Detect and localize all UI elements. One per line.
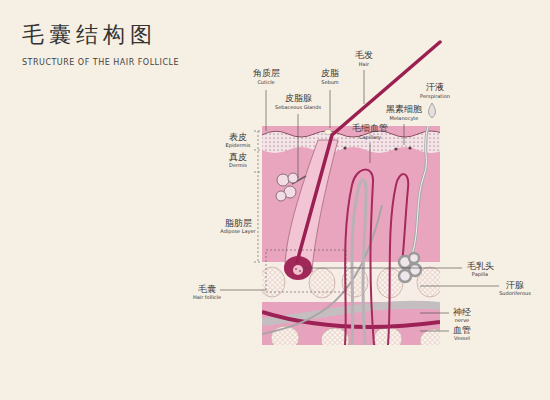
- bracket-tick: [254, 131, 262, 132]
- melanocytes: [343, 146, 411, 150]
- part-label-en: Capillary: [359, 135, 381, 141]
- leader-line: [330, 90, 331, 128]
- melanocyte: [394, 147, 397, 150]
- sweat-coil: [399, 270, 411, 282]
- capillary-red: [345, 170, 374, 345]
- sebaceous-gland: [276, 173, 306, 201]
- leader-lines: [220, 70, 499, 331]
- part-label: 毛发: [355, 50, 373, 60]
- leader-line: [420, 313, 449, 314]
- follicle-frame: [266, 250, 346, 292]
- bracket-tick: [254, 262, 262, 263]
- part-label: 皮脂: [321, 68, 339, 78]
- part-label-en: nerve: [455, 318, 469, 324]
- melanocyte: [343, 146, 346, 149]
- melanocyte: [408, 146, 411, 149]
- part-label-en: Vessel: [454, 336, 470, 342]
- part-label-en: Epidermis: [226, 143, 251, 149]
- leader-line: [266, 90, 267, 131]
- part-label: 毛细血管: [352, 123, 388, 133]
- fat-cell: [420, 329, 440, 345]
- part-label-en: Sudoriferous: [499, 291, 531, 297]
- sebaceous-lobe: [288, 173, 298, 183]
- part-label: 皮脂腺: [285, 93, 312, 103]
- part-label: 表皮: [229, 132, 247, 142]
- epidermis: [262, 131, 440, 153]
- sweat-duct-core: [412, 126, 428, 255]
- part-label: 毛乳头: [467, 261, 494, 271]
- part-label: 神经: [453, 307, 471, 317]
- perspiration-drop: [429, 103, 436, 118]
- part-label-en: Perspiration: [420, 94, 450, 100]
- title: 毛囊结构图: [22, 22, 157, 47]
- bracket-tick: [254, 172, 262, 173]
- leader-line: [220, 290, 266, 291]
- subtitle: STRUCTURE OF THE HAIR FOLLICLE: [22, 58, 179, 67]
- sweat-duct: [412, 126, 428, 255]
- sebaceous-lobe: [277, 174, 289, 186]
- papilla: [293, 265, 303, 275]
- part-label-en: Melanocyte: [390, 116, 419, 122]
- hair-shaft: [297, 42, 440, 262]
- papilla-dot: [299, 270, 301, 272]
- capillary-grey: [352, 180, 366, 345]
- bracket-line: [258, 131, 259, 262]
- leader-line: [304, 268, 462, 269]
- part-label: 汗腺: [506, 280, 524, 290]
- sebaceous-lobe: [276, 191, 286, 201]
- leader-line: [364, 70, 365, 104]
- bracket-tick: [254, 150, 262, 151]
- part-label: 黑素细胞: [386, 104, 422, 114]
- leader-line: [420, 331, 449, 332]
- leader-line: [370, 143, 371, 163]
- part-label-en: Sebum: [321, 80, 338, 86]
- part-label-en: Hair follicle: [193, 295, 221, 301]
- sweat-gland: [399, 126, 428, 282]
- part-label-en: Dermis: [229, 163, 247, 169]
- part-label: 汗液: [426, 82, 444, 92]
- part-label: 脂肪层: [225, 218, 252, 228]
- part-label-en: Cuticle: [257, 80, 274, 86]
- leader-line: [298, 114, 299, 178]
- leader-line: [420, 286, 499, 287]
- layer-brackets: [254, 131, 346, 292]
- sweat-coil: [409, 253, 419, 263]
- fat-cell: [262, 267, 285, 297]
- fat-cell: [309, 268, 335, 298]
- skin-block: [262, 126, 440, 345]
- cuticle: [262, 131, 440, 137]
- part-label-en: Sebaceous Glands: [275, 105, 321, 111]
- part-label-en: Hair: [359, 62, 369, 68]
- part-label: 真皮: [229, 152, 247, 162]
- dermis: [262, 126, 440, 345]
- part-label-en: Papilla: [472, 272, 488, 278]
- part-label: 血管: [453, 325, 471, 335]
- papilla-dot: [295, 268, 297, 270]
- sebum: [325, 130, 332, 135]
- part-label: 毛囊: [198, 284, 216, 294]
- part-label-en: Adipose Layer: [220, 229, 255, 235]
- vessel-red: [262, 312, 440, 327]
- part-label: 角质层: [253, 68, 280, 78]
- leader-line: [404, 124, 405, 145]
